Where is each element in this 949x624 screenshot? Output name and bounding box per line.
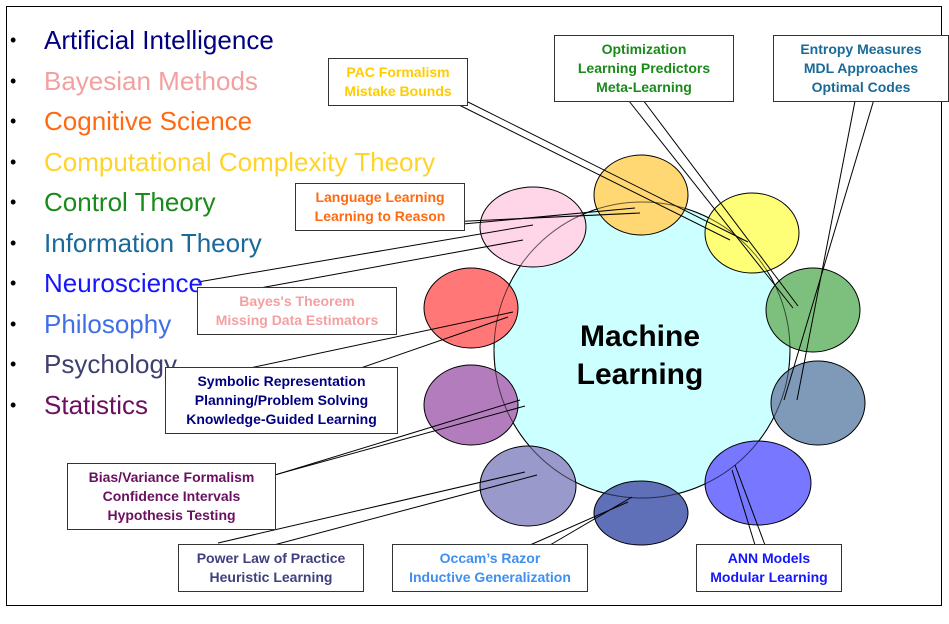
field-label: Philosophy: [44, 308, 172, 339]
callout-line: Bayes's Theorem: [239, 293, 355, 309]
statistics-ellipse: [423, 364, 519, 446]
bullet-icon: •: [10, 30, 17, 50]
field-item: • Philosophy: [10, 304, 435, 345]
callout-entropy: Entropy Measures MDL Approaches Optimal …: [773, 35, 949, 102]
callout-line: Confidence Intervals: [102, 488, 241, 504]
field-label: Bayesian Methods: [44, 65, 258, 96]
callout-line: Bias/Variance Formalism: [88, 469, 255, 485]
field-label: Computational Complexity Theory: [44, 146, 436, 177]
control-theory-ellipse: [765, 267, 861, 353]
cognitive-science-ellipse: [479, 186, 587, 268]
callout-language: Language Learning Learning to Reason: [295, 183, 465, 231]
field-label: Cognitive Science: [44, 106, 253, 136]
callout-lines: [197, 95, 876, 551]
callout-line: ANN Models: [727, 550, 811, 566]
bullet-icon: •: [10, 111, 17, 131]
neuroscience-ellipse: [704, 440, 812, 526]
field-item: • Control Theory: [10, 182, 435, 223]
field-item: • Statistics: [10, 385, 435, 426]
callout-line: Inductive Generalization: [409, 569, 571, 585]
callout-line: Entropy Measures: [800, 41, 922, 57]
callout-line: Modular Learning: [710, 569, 828, 585]
callout-line: Hypothesis Testing: [107, 507, 236, 523]
contributing-fields-list: • Artificial Intelligence • Bayesian Metho…: [10, 20, 435, 425]
field-item: • Bayesian Methods: [10, 61, 435, 102]
callout-line: Planning/Problem Solving: [194, 392, 369, 408]
field-label: Artificial Intelligence: [44, 25, 274, 55]
callout-optimization: Optimization Learning Predictors Meta-Le…: [554, 35, 734, 102]
callout-bayes: Bayes's Theorem Missing Data Estimators: [197, 287, 397, 335]
callout-occam: Occam’s Razor Inductive Generalization: [392, 544, 588, 592]
information-upper-ellipse: [704, 192, 800, 274]
callout-line: Occam’s Razor: [439, 550, 541, 566]
bullet-icon: •: [10, 273, 17, 293]
psychology-ellipse: [479, 445, 577, 527]
callout-pac: PAC Formalism Mistake Bounds: [328, 58, 468, 106]
field-item: • Artificial Intelligence: [10, 20, 435, 61]
callout-line: Learning Predictors: [577, 60, 711, 76]
complexity-theory-ellipse: [593, 154, 689, 236]
center-title-line2: Learning: [576, 358, 704, 391]
field-item: • Psychology: [10, 344, 435, 385]
diagram-frame: [6, 6, 942, 606]
callout-line: Knowledge-Guided Learning: [186, 411, 377, 427]
callout-line: Missing Data Estimators: [215, 312, 379, 328]
field-item: • Computational Complexity Theory: [10, 142, 435, 183]
bullet-icon: •: [10, 313, 17, 334]
bullet-icon: •: [10, 354, 17, 374]
bullet-icon: •: [10, 232, 17, 253]
callout-line: Power Law of Practice: [196, 550, 346, 566]
callout-line: Heuristic Learning: [209, 569, 333, 585]
field-label: Psychology: [44, 349, 177, 379]
callout-line: Optimal Codes: [811, 79, 911, 95]
bullet-icon: •: [10, 151, 17, 172]
callout-line: PAC Formalism: [346, 64, 450, 80]
field-label: Information Theory: [44, 227, 262, 258]
field-label: Statistics: [44, 389, 149, 420]
callout-line: Mistake Bounds: [344, 83, 452, 99]
bullet-icon: •: [10, 70, 17, 91]
callout-line: Learning to Reason: [314, 208, 446, 224]
ai-ellipse: [423, 267, 519, 349]
callout-line: Meta-Learning: [596, 79, 692, 95]
center-title-line1: Machine: [579, 320, 701, 353]
information-theory-ellipse: [770, 360, 866, 446]
field-item: • Information Theory: [10, 223, 435, 264]
bullet-icon: •: [10, 394, 17, 415]
field-item: • Neuroscience: [10, 263, 435, 304]
callout-line: Optimization: [601, 41, 687, 57]
callout-bias: Bias/Variance Formalism Confidence Inter…: [67, 463, 276, 530]
field-item: • Cognitive Science: [10, 101, 435, 142]
field-label: Control Theory: [44, 187, 216, 217]
center-title: Machine Learning: [560, 318, 720, 394]
callout-power: Power Law of Practice Heuristic Learning: [178, 544, 364, 592]
callout-ann: ANN Models Modular Learning: [696, 544, 842, 592]
callout-line: MDL Approaches: [803, 60, 919, 76]
callout-line: Language Learning: [315, 189, 445, 205]
field-label: Neuroscience: [44, 268, 203, 298]
bullet-icon: •: [10, 192, 17, 212]
callout-symbolic: Symbolic Representation Planning/Problem…: [165, 367, 398, 434]
philosophy-ellipse: [593, 480, 689, 546]
callout-line: Symbolic Representation: [197, 373, 366, 389]
